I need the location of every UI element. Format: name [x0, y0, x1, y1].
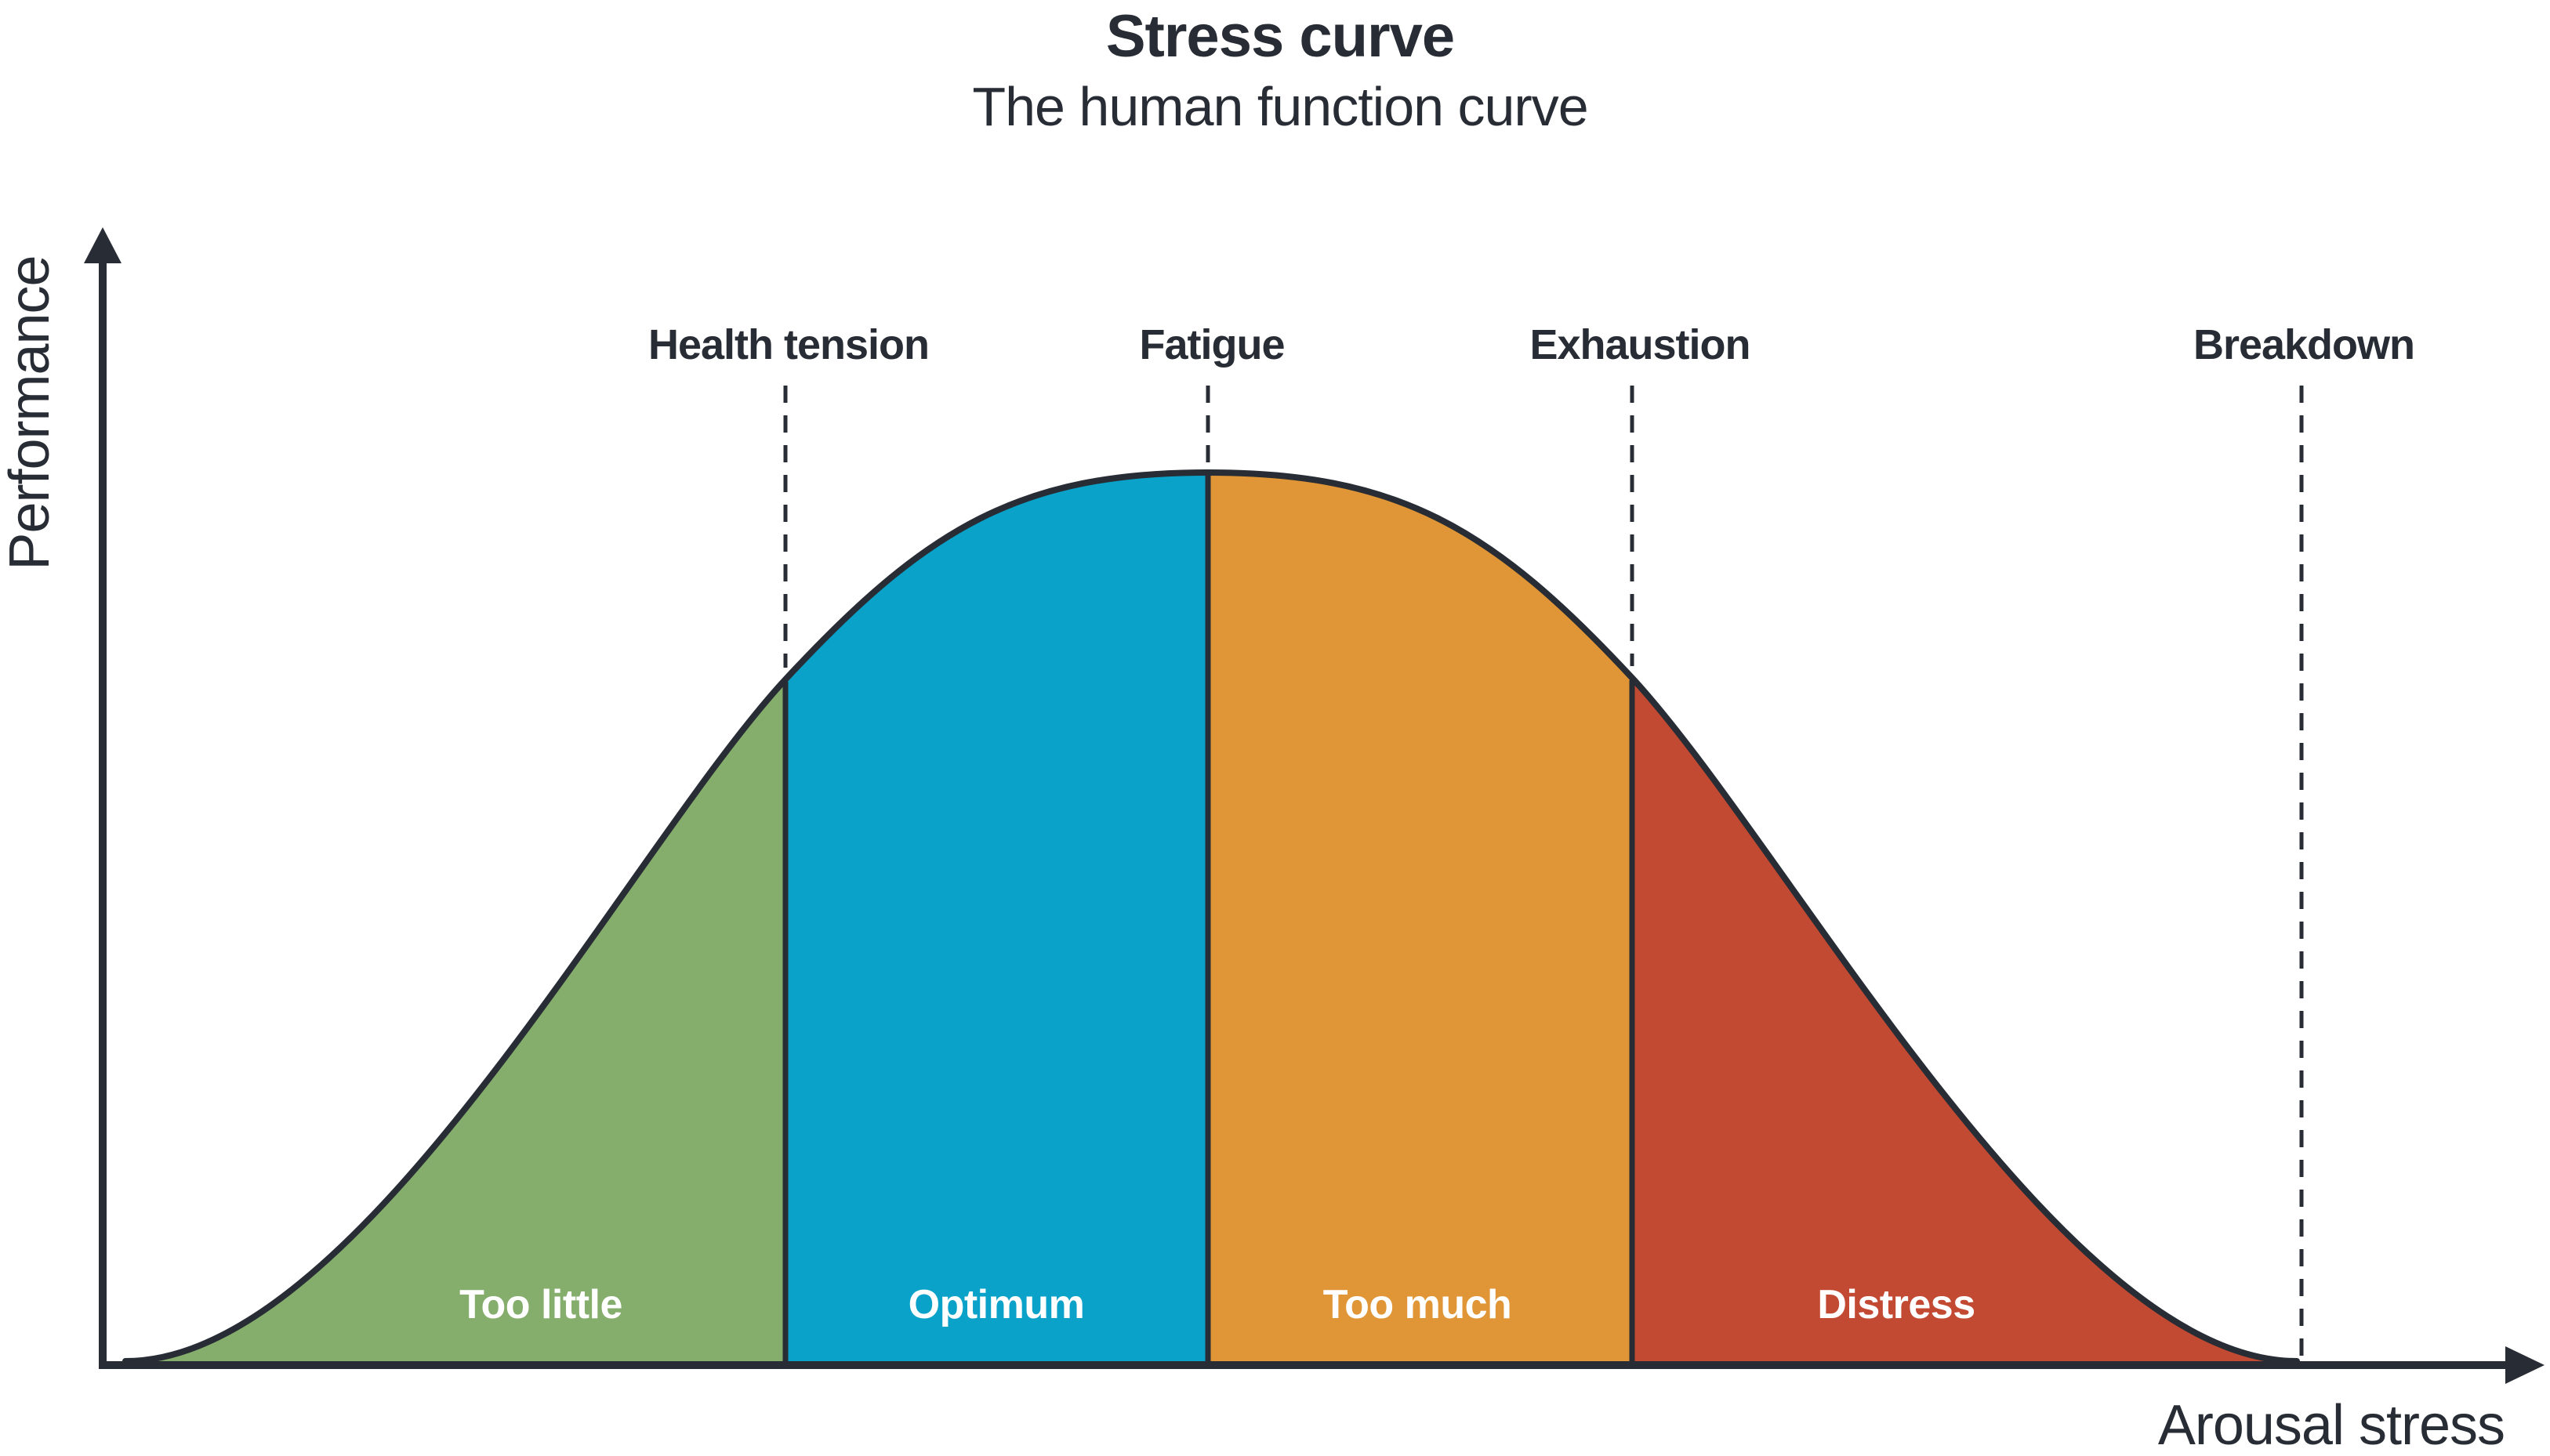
x-axis-arrowhead-icon — [2505, 1346, 2545, 1384]
axes — [99, 248, 2512, 1369]
region-label-distress: Distress — [1817, 1282, 1975, 1327]
threshold-label-health-tension: Health tension — [648, 321, 929, 368]
y-axis-label: Performance — [0, 255, 61, 570]
region-label-too-much: Too much — [1323, 1282, 1512, 1327]
y-axis-arrowhead-icon — [84, 227, 122, 263]
x-axis-label: Arousal stress — [2158, 1394, 2505, 1456]
region-label-optimum: Optimum — [909, 1282, 1085, 1327]
page-subtitle: The human function curve — [972, 76, 1587, 137]
bell-curve-outline — [122, 469, 2300, 1364]
page-title: Stress curve — [1106, 3, 1454, 70]
threshold-label-breakdown: Breakdown — [2193, 321, 2414, 368]
region-dividers — [782, 475, 1635, 1364]
region-labels: Too little Optimum Too much Distress — [459, 1282, 1975, 1327]
threshold-label-exhaustion: Exhaustion — [1529, 321, 1750, 368]
threshold-label-fatigue: Fatigue — [1139, 321, 1284, 368]
region-label-too-little: Too little — [459, 1282, 622, 1327]
threshold-lines — [783, 386, 2304, 1357]
axis-arrowheads — [84, 227, 2545, 1384]
chart-text: Stress curve The human function curve Pe… — [0, 3, 2505, 1456]
